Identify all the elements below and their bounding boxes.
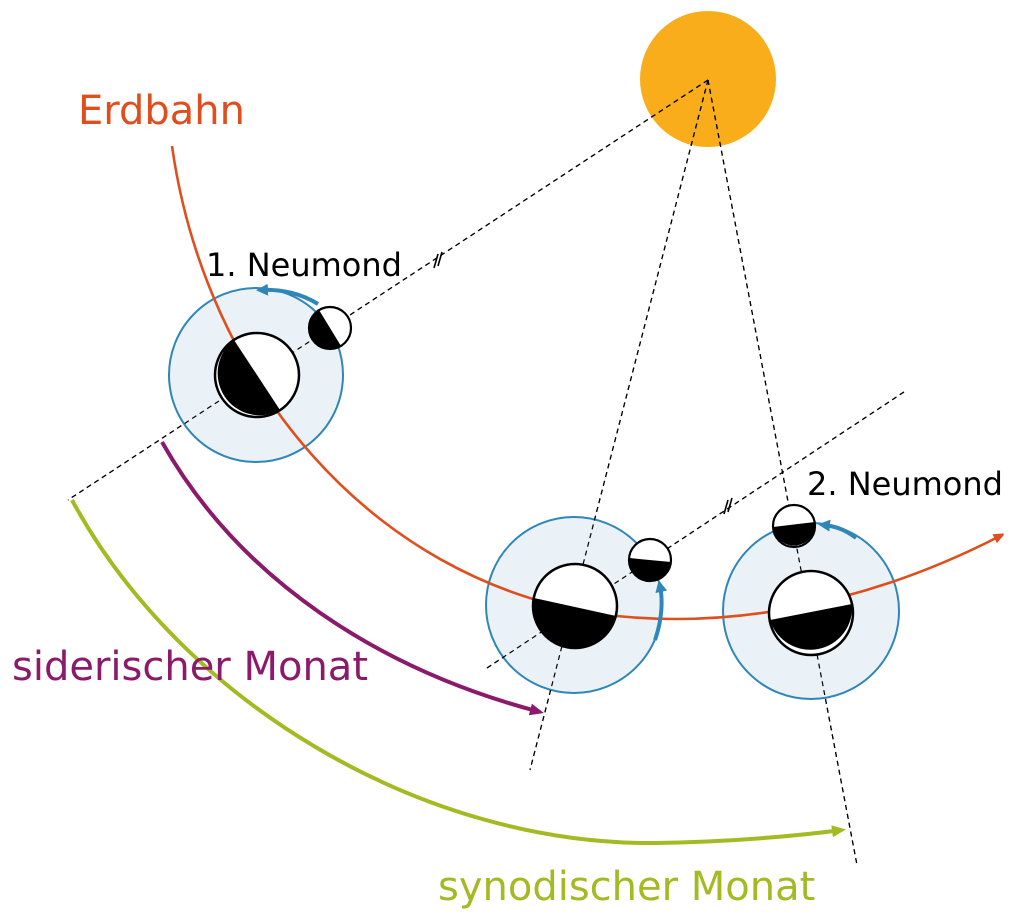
label-second-new-moon: 2. Neumond (807, 465, 1003, 503)
earth-2 (531, 562, 619, 650)
moon-motion-arrow-3 (818, 519, 858, 540)
moon-2 (627, 537, 673, 583)
label-first-new-moon: 1. Neumond (206, 246, 402, 284)
label-sidereal-month: siderischer Monat (12, 644, 368, 690)
moon-3 (771, 503, 817, 549)
synodic-month-arrow (70, 499, 846, 846)
sun-line-overlay (67, 79, 709, 501)
sun-line-overlay (529, 79, 709, 771)
label-earth-orbit: Erdbahn (78, 88, 245, 134)
moon-1 (307, 305, 353, 351)
earth-1 (213, 331, 301, 419)
sidereal-month-arrow (160, 441, 544, 716)
parallel-mark-1 (433, 251, 443, 269)
sun (640, 11, 776, 147)
earth-3 (767, 569, 855, 657)
parallel-mark-2 (723, 497, 733, 515)
moon-motion-arrow-2 (653, 580, 668, 641)
moon-motion-arrow-1 (256, 283, 320, 306)
label-synodic-month: synodischer Monat (438, 864, 815, 910)
